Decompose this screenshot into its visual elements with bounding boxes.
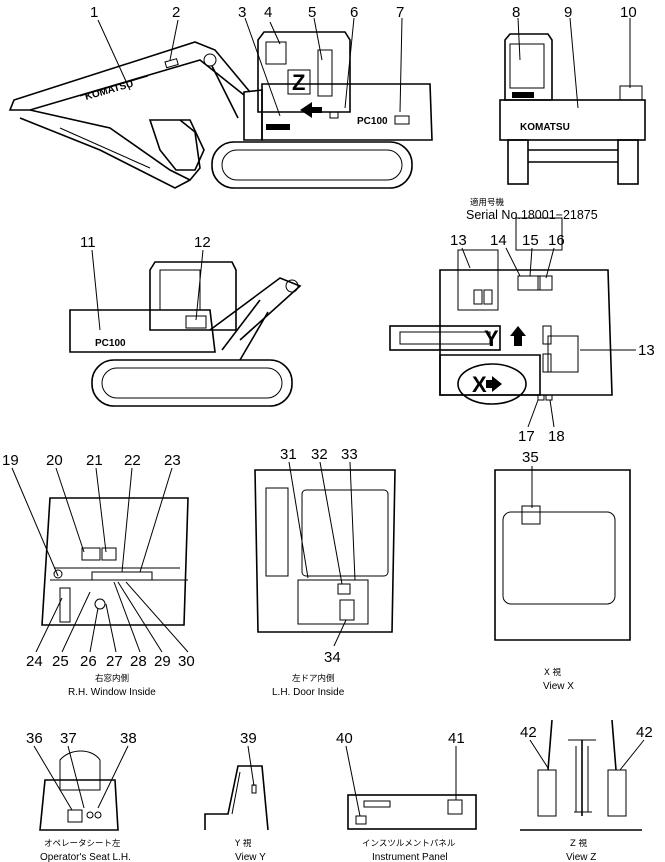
callout-28: 28 bbox=[130, 653, 147, 670]
callout-20: 20 bbox=[46, 452, 63, 469]
callout-26: 26 bbox=[80, 653, 97, 670]
callout-8: 8 bbox=[512, 4, 520, 21]
callout-23: 23 bbox=[164, 452, 181, 469]
instrument-panel-label: Instrument Panel bbox=[372, 852, 448, 862]
callout-10: 10 bbox=[620, 4, 637, 21]
callout-41: 41 bbox=[448, 730, 465, 747]
view-z: Z 視 View Z bbox=[520, 719, 642, 862]
callout-1: 1 bbox=[90, 4, 98, 21]
view-y-label: View Y bbox=[235, 852, 266, 862]
callout-35: 35 bbox=[522, 449, 539, 466]
operator-seat-label: Operator's Seat L.H. bbox=[40, 852, 131, 862]
callout-22: 22 bbox=[124, 452, 141, 469]
callout-32: 32 bbox=[311, 446, 328, 463]
callout-33: 33 bbox=[341, 446, 358, 463]
callout-25: 25 bbox=[52, 653, 69, 670]
operator-seat-jp: オペレータシート左 bbox=[44, 838, 121, 849]
leader-lines bbox=[11, 17, 645, 817]
lh-door-inside-view: 左ドア内側 L.H. Door Inside bbox=[254, 469, 396, 698]
excavator-top-view: 適用号機 Serial No.18001−21875 Y X bbox=[389, 197, 613, 405]
callout-4: 4 bbox=[264, 4, 272, 21]
callout-13b: 13 bbox=[638, 342, 655, 359]
brand-on-rear: KOMATSU bbox=[520, 122, 570, 133]
view-z-jp: Z 視 bbox=[570, 838, 588, 849]
view-x-jp: X 視 bbox=[544, 667, 562, 678]
instrument-panel-jp: インスツルメントパネル bbox=[362, 839, 456, 849]
callout-42b: 42 bbox=[636, 724, 653, 741]
callout-34: 34 bbox=[324, 649, 341, 666]
callout-11: 11 bbox=[80, 234, 96, 251]
callout-2: 2 bbox=[172, 4, 180, 21]
marker-y: Y bbox=[484, 326, 499, 351]
callout-31: 31 bbox=[280, 446, 297, 463]
serial-number: Serial No.18001−21875 bbox=[466, 208, 598, 222]
callout-13: 13 bbox=[450, 232, 467, 249]
callout-12: 12 bbox=[194, 234, 211, 251]
callout-15: 15 bbox=[522, 232, 539, 249]
view-y: Y 視 View Y bbox=[204, 765, 269, 862]
callout-19: 19 bbox=[2, 452, 19, 469]
callout-18: 18 bbox=[548, 428, 565, 445]
callout-30: 30 bbox=[178, 653, 195, 670]
callout-6: 6 bbox=[350, 4, 358, 21]
model-badge: PC100 bbox=[357, 116, 388, 127]
excavator-right-side-view: Z PC100 KOMATSU bbox=[8, 31, 433, 189]
callout-36: 36 bbox=[26, 730, 43, 747]
rh-window-inside-view: 右窓内側 R.H. Window Inside bbox=[41, 497, 189, 698]
lh-door-label: L.H. Door Inside bbox=[272, 687, 345, 698]
serial-jp: 適用号機 bbox=[470, 197, 505, 208]
callout-numbers: 1 2 3 4 5 6 7 8 9 10 11 12 13 14 15 16 1… bbox=[2, 4, 655, 747]
callout-14: 14 bbox=[490, 232, 507, 249]
callout-24: 24 bbox=[26, 653, 43, 670]
instrument-panel-view: インスツルメントパネル Instrument Panel bbox=[347, 794, 477, 862]
callout-16: 16 bbox=[548, 232, 565, 249]
callout-17: 17 bbox=[518, 428, 535, 445]
view-y-jp: Y 視 bbox=[234, 838, 252, 849]
callout-29: 29 bbox=[154, 653, 171, 670]
model-badge-left: PC100 bbox=[95, 338, 126, 349]
callout-42a: 42 bbox=[520, 724, 537, 741]
rh-window-label: R.H. Window Inside bbox=[68, 687, 156, 698]
marker-x: X bbox=[472, 372, 487, 397]
callout-37: 37 bbox=[60, 730, 77, 747]
callout-9: 9 bbox=[564, 4, 572, 21]
view-x: X 視 View X bbox=[494, 469, 631, 692]
brand-on-boom: KOMATSU bbox=[84, 79, 135, 103]
operator-seat-view: オペレータシート左 Operator's Seat L.H. bbox=[39, 750, 131, 862]
callout-5: 5 bbox=[308, 4, 316, 21]
excavator-left-side-view: PC100 bbox=[69, 261, 302, 407]
rh-window-jp: 右窓内側 bbox=[95, 673, 129, 684]
callout-40: 40 bbox=[336, 730, 353, 747]
callout-39: 39 bbox=[240, 730, 257, 747]
callout-21: 21 bbox=[86, 452, 103, 469]
callout-38: 38 bbox=[120, 730, 137, 747]
callout-3: 3 bbox=[238, 4, 246, 21]
excavator-rear-view: KOMATSU bbox=[499, 33, 646, 185]
lh-door-jp: 左ドア内側 bbox=[292, 673, 335, 684]
callout-27: 27 bbox=[106, 653, 123, 670]
view-x-label: View X bbox=[543, 681, 574, 692]
callout-7: 7 bbox=[396, 4, 404, 21]
marker-z: Z bbox=[292, 70, 305, 95]
view-z-label: View Z bbox=[566, 852, 596, 862]
